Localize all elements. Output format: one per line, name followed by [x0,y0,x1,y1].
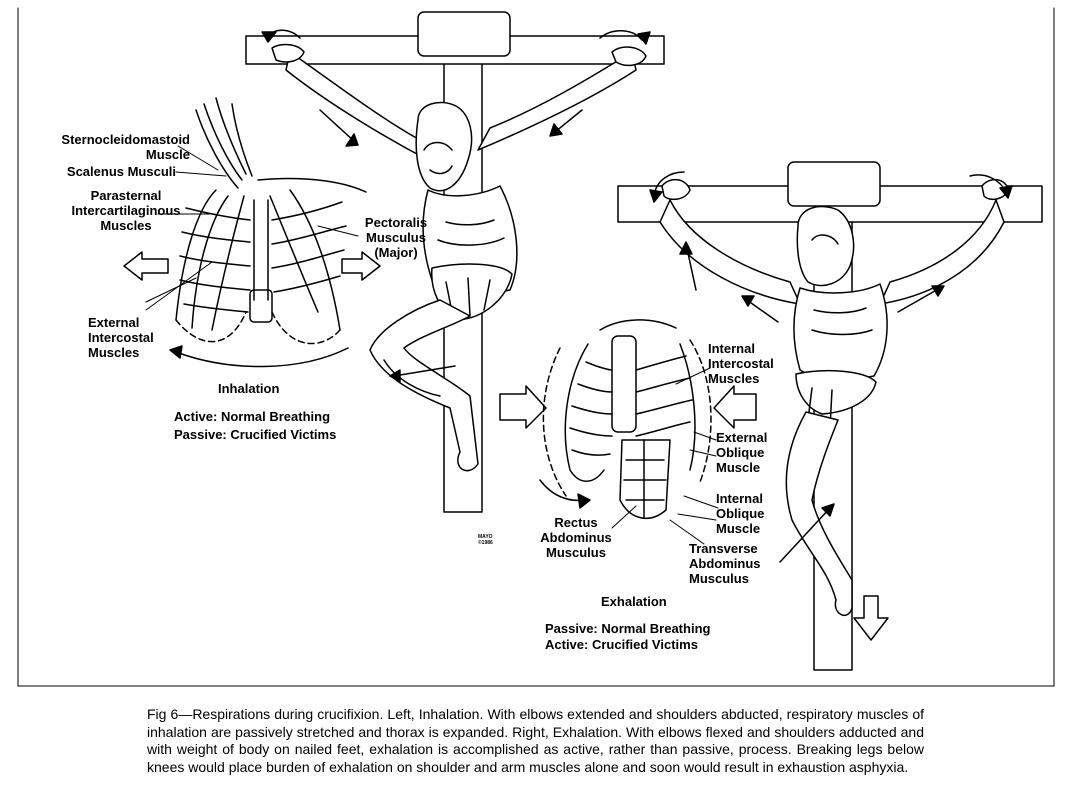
label-sternocleidomastoid: Sternocleidomastoid Muscle [61,132,190,162]
label-internal-intercostal: Internal Intercostal Muscles [708,341,774,386]
exhalation-title: Exhalation [601,594,667,609]
right-leader-lines [611,367,719,545]
right-ribcage [542,319,712,519]
label-external-intercostal: External Intercostal Muscles [88,315,154,360]
label-internal-oblique: Internal Oblique Muscle [716,491,765,536]
inhalation-title: Inhalation [218,381,280,396]
label-transverse: Transverse Abdominus Musculus [689,541,761,586]
right-body-figure [659,178,1009,617]
inhalation-mode-passive: Passive: Crucified Victims [174,427,337,442]
exhalation-mode-active: Active: Crucified Victims [545,637,698,652]
label-scalenus: Scalenus Musculi [66,164,176,179]
inhalation-mode-active: Active: Normal Breathing [174,409,331,424]
exhalation-mode-passive: Passive: Normal Breathing [545,621,711,636]
label-pectoralis: Pectoralis Musculus (Major) [364,215,428,260]
artist-signature: MAYO ©1986 [478,534,493,546]
right-arrows [499,171,1013,641]
label-external-oblique: External Oblique Muscle [716,430,768,475]
left-body-figure [271,43,647,472]
left-arrows [123,29,651,383]
label-rectus: Rectus Abdominus Musculus [540,515,612,560]
label-parasternal: Parasternal Intercartilaginous Muscles [71,188,181,233]
left-ribcage [175,97,367,345]
figure-caption: Fig 6—Respirations during crucifixion. L… [147,706,924,775]
panel-frame [17,7,1055,687]
left-leader-lines [145,145,359,311]
